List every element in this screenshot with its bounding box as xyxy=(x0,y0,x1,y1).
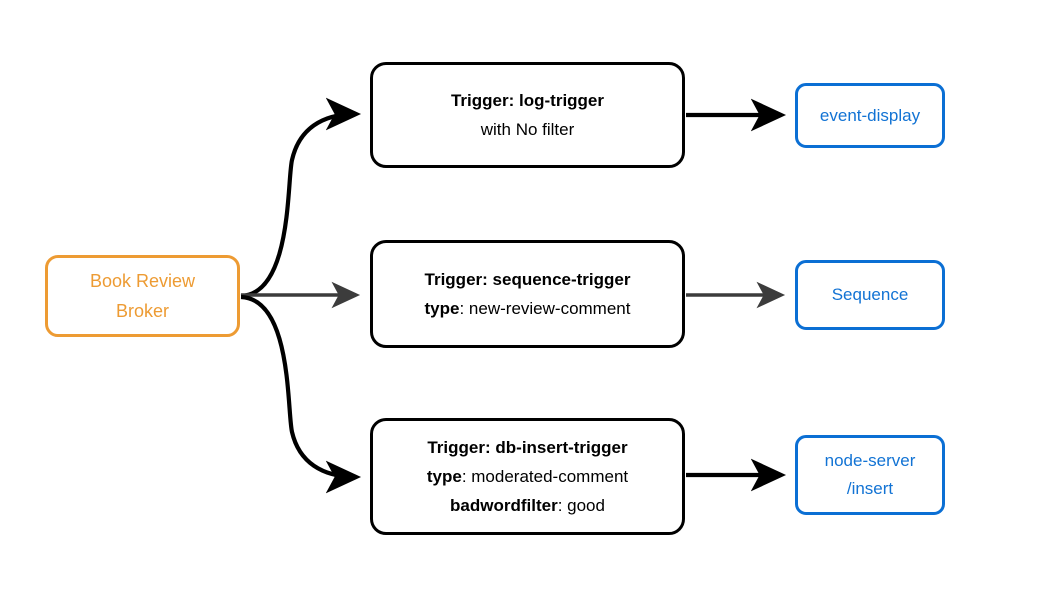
trigger-detail-line: with No filter xyxy=(481,115,575,144)
sink-label-line1: event-display xyxy=(819,105,921,125)
node-sink-event-display[interactable]: event-display xyxy=(795,83,945,148)
trigger-title-line: Trigger: log-trigger xyxy=(451,86,604,115)
trigger-title-line: Trigger: db-insert-trigger xyxy=(427,433,627,462)
node-trigger-sequence-trigger[interactable]: Trigger: sequence-trigger type: new-revi… xyxy=(370,240,685,348)
trigger-detail-value: with No filter xyxy=(480,120,575,139)
node-sink-node-server[interactable]: node-server /insert xyxy=(795,435,945,515)
trigger-detail-line: type: new-review-comment xyxy=(425,294,631,323)
trigger-detail-value: : new-review-comment xyxy=(459,299,631,318)
sink-label-line2: /insert xyxy=(846,479,894,498)
broker-label-line2: Broker xyxy=(115,301,169,321)
trigger-detail-key: type xyxy=(426,467,462,486)
sink-label-line1: Sequence xyxy=(831,285,909,304)
trigger-detail-key: type xyxy=(424,299,460,318)
broker-label-line1: Book Review xyxy=(89,271,196,291)
trigger-title-key: Trigger: xyxy=(424,270,488,289)
trigger-detail-value: : moderated-comment xyxy=(461,467,629,486)
trigger-title-value: log-trigger xyxy=(519,91,605,110)
node-trigger-db-insert-trigger[interactable]: Trigger: db-insert-trigger type: moderat… xyxy=(370,418,685,535)
trigger-detail-line: type: moderated-comment xyxy=(427,462,628,491)
trigger-title-line: Trigger: sequence-trigger xyxy=(425,265,631,294)
trigger-title-value: db-insert-trigger xyxy=(495,438,628,457)
sink-label-line1: node-server xyxy=(824,451,916,470)
node-sink-sequence[interactable]: Sequence xyxy=(795,260,945,330)
node-trigger-log-trigger[interactable]: Trigger: log-trigger with No filter xyxy=(370,62,685,168)
trigger-title-key: Trigger: xyxy=(427,438,491,457)
trigger-title-value: sequence-trigger xyxy=(492,270,631,289)
trigger-extra-value: : good xyxy=(557,496,605,515)
node-book-review-broker[interactable]: Book Review Broker xyxy=(45,255,240,337)
edge-broker-to-log-trigger xyxy=(240,97,362,299)
trigger-title-key: Trigger: xyxy=(450,91,515,110)
edge-broker-to-db-insert-trigger xyxy=(240,294,362,494)
trigger-extra-line: badwordfilter: good xyxy=(450,491,605,520)
trigger-extra-key: badwordfilter xyxy=(450,496,558,515)
